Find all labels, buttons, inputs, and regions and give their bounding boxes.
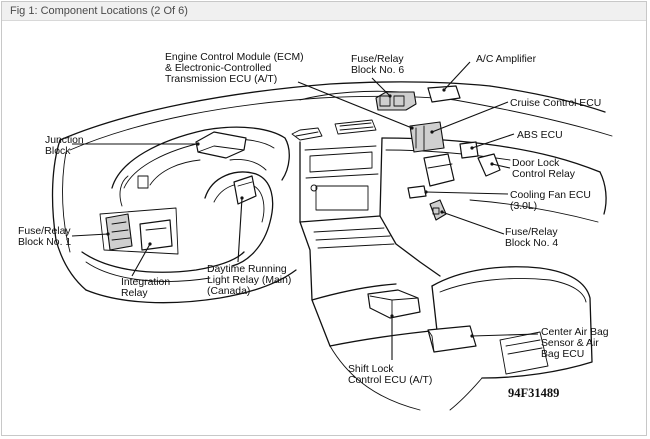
figure-code: 94F31489 [508,386,559,400]
ecm-cluster-part [409,121,445,153]
center-air-bag-part [427,325,477,353]
label-daytime-running: Daytime Running Light Relay (Main) (Cana… [207,264,294,297]
component-labels: Engine Control Module (ECM) & Electronic… [18,52,611,400]
shift-lock-ecu-part [367,289,421,319]
label-fuse-relay-6: Fuse/Relay Block No. 6 [351,54,406,76]
label-integration-relay: Integration Relay [121,277,173,299]
abs-ecu-part [459,141,479,159]
label-ecm: Engine Control Module (ECM) & Electronic… [165,52,307,85]
label-cooling-fan-ecu: Cooling Fan ECU (3.0L) [510,190,594,212]
integration-relay-part [139,219,173,251]
fuse-relay-4-part [429,199,447,221]
leader-lines [71,61,539,360]
label-cruise-control-ecu: Cruise Control ECU [510,98,601,109]
cooling-fan-ecu-part [407,185,427,199]
figure-caption-bar: Fig 1: Component Locations (2 Of 6) [2,2,646,21]
label-door-lock-relay: Door Lock Control Relay [512,158,576,180]
ecu-lower-part [423,153,455,187]
label-center-air-bag: Center Air Bag Sensor & Air Bag ECU [541,327,611,360]
junction-block-part [195,131,247,159]
label-fuse-relay-1: Fuse/Relay Block No. 1 [18,226,73,248]
label-junction-block: Junction Block [45,135,87,157]
label-fuse-relay-4: Fuse/Relay Block No. 4 [505,227,560,249]
label-ac-amplifier: A/C Amplifier [476,54,537,65]
fuse-relay-6-part [375,91,417,111]
label-shift-lock: Shift Lock Control ECU (A/T) [348,364,432,386]
dashboard-drawing [51,81,613,411]
daytime-running-relay-part [233,175,257,205]
door-lock-relay-part [477,153,501,177]
fuse-relay-1-part [105,213,133,251]
label-abs-ecu: ABS ECU [517,130,563,141]
components [105,85,501,353]
figure-caption: Fig 1: Component Locations (2 Of 6) [10,5,188,17]
